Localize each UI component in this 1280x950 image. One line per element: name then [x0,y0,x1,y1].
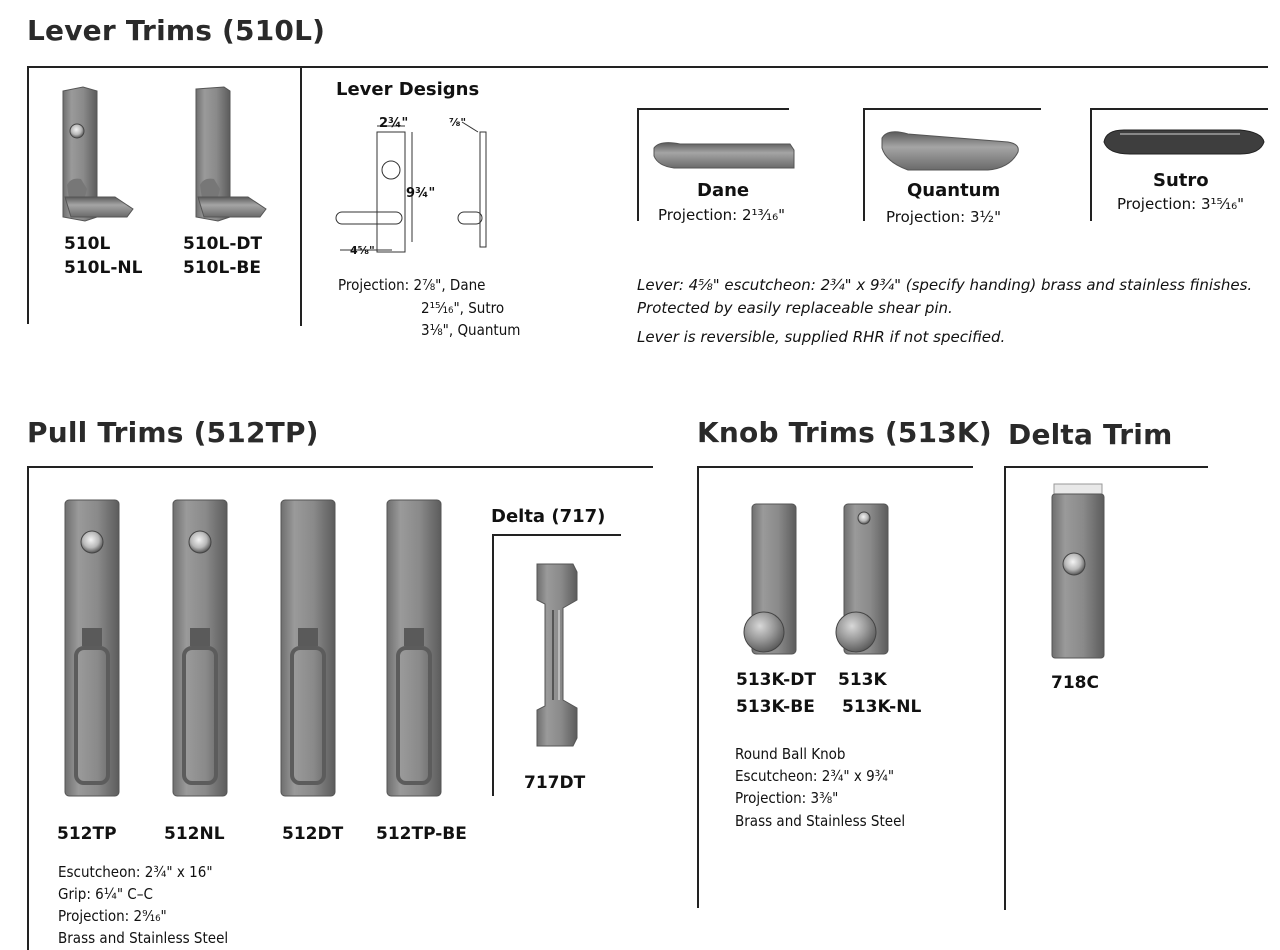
knob-spec-escutcheon: Escutcheon: 2¾" x 9¾" [735,767,895,785]
model-717dt: 717DT [524,773,586,793]
dim-projection: ⅞" [449,116,467,129]
lever-projection-dane: Projection: 2¹³⁄₁₆" [658,206,785,224]
model-513k-dt: 513K-DT [736,670,816,690]
lever-trims-title: Lever Trims (510L) [27,14,326,47]
knob-left-border [697,466,699,908]
512tp-be-trim-image [386,499,442,797]
model-512nl: 512NL [164,824,225,844]
dane-frame-top [637,108,789,110]
510l-trim-image [62,86,134,222]
510l-dt-trim-image [195,86,267,222]
513k-trim-image [835,503,889,655]
model-513k-nl: 513K-NL [842,697,922,717]
717dt-pull-image [536,563,578,747]
512nl-trim-image [172,499,228,797]
delta-717-frame-top [492,534,621,536]
lever-name-dane: Dane [697,180,750,201]
pull-spec-grip: Grip: 6¼" C–C [58,885,153,903]
lever-note-3: Lever is reversible, supplied RHR if not… [637,328,1006,346]
pull-trims-title: Pull Trims (512TP) [27,416,319,449]
lever-dimension-drawing [335,121,487,253]
sutro-lever-image [1103,129,1265,155]
model-513k: 513K [838,670,887,690]
dim-escutcheon-width: 2¾" [379,116,409,131]
projection-dane: Projection: 2⅞", Dane [338,276,486,294]
knob-trims-title: Knob Trims (513K) [697,416,992,449]
lever-left-border [27,66,29,324]
knob-section-rule [697,466,973,468]
lever-divider [300,66,302,326]
model-718c: 718C [1051,673,1099,693]
knob-spec-finish: Brass and Stainless Steel [735,812,906,830]
model-512dt: 512DT [282,824,344,844]
lever-name-sutro: Sutro [1153,170,1209,191]
model-510l-nl: 510L-NL [64,258,143,278]
pull-spec-finish: Brass and Stainless Steel [58,929,229,947]
dane-frame-left [637,108,639,221]
sutro-frame-left [1090,108,1092,221]
delta-trim-title: Delta Trim [1008,418,1173,451]
pull-section-rule [27,466,653,468]
delta-717-heading: Delta (717) [491,506,606,527]
model-512tp-be: 512TP-BE [376,824,467,844]
pull-spec-projection: Projection: 2⁹⁄₁₆" [58,907,167,925]
lever-note-2: Protected by easily replaceable shear pi… [637,299,953,317]
model-512tp: 512TP [57,824,117,844]
knob-spec-type: Round Ball Knob [735,745,846,763]
projection-quantum: 3⅛", Quantum [421,321,521,339]
pull-left-border [27,466,29,950]
dim-height: 9¾" [406,186,436,201]
dim-lever-length: 4⅝" [350,244,375,257]
718c-trim-image [1051,483,1105,659]
model-510l-dt: 510L-DT [183,234,263,254]
512tp-trim-image [64,499,120,797]
delta-717-frame-left [492,534,494,796]
lever-name-quantum: Quantum [907,180,1001,201]
knob-spec-projection: Projection: 3⅜" [735,789,839,807]
513k-dt-trim-image [743,503,797,655]
512dt-trim-image [280,499,336,797]
delta-section-rule [1004,466,1208,468]
lever-note-1: Lever: 4⅝" escutcheon: 2¾" x 9¾" (specif… [637,276,1253,294]
lever-projection-sutro: Projection: 3¹⁵⁄₁₆" [1117,195,1244,213]
model-510l-be: 510L-BE [183,258,261,278]
quantum-frame-top [863,108,1041,110]
delta-left-border [1004,466,1006,910]
model-513k-be: 513K-BE [736,697,815,717]
lever-section-rule [27,66,1268,68]
quantum-frame-left [863,108,865,221]
pull-spec-escutcheon: Escutcheon: 2¾" x 16" [58,863,213,881]
lever-designs-heading: Lever Designs [336,79,480,100]
projection-sutro: 2¹⁵⁄₁₆", Sutro [421,299,505,317]
model-510l: 510L [64,234,111,254]
lever-projection-quantum: Projection: 3½" [886,208,1001,226]
dane-lever-image [653,142,795,169]
sutro-frame-top [1090,108,1268,110]
quantum-lever-image [881,131,1019,171]
